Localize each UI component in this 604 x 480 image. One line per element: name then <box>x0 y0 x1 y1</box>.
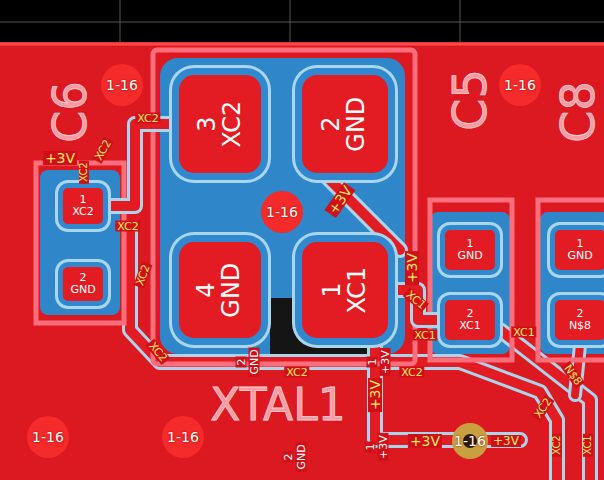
bottom-copper <box>430 212 510 354</box>
net-label: XC2 <box>146 339 171 366</box>
pin-label: GND <box>249 347 260 376</box>
net-label: XC2 <box>133 261 152 289</box>
pin-label: 1 <box>365 442 376 453</box>
net-label: XC1 <box>412 330 437 341</box>
pad: 1GND <box>550 225 604 275</box>
net-label: XC2 <box>115 221 140 232</box>
pad: 2N$8 <box>550 295 604 345</box>
pin-number: 3 <box>195 116 220 131</box>
net-name: XC1 <box>459 320 480 332</box>
net-label: N$8 <box>561 361 585 389</box>
pad-text: 3XC2 <box>195 101 245 148</box>
net-label: +3V <box>324 182 355 218</box>
pad-text: 2XC1 <box>459 308 480 331</box>
net-label: XC2 <box>552 433 562 456</box>
net-label: +3V <box>368 378 382 412</box>
silkscreen-outline <box>36 50 604 364</box>
pin-number: 2 <box>576 308 583 320</box>
net-name: GND <box>70 284 95 296</box>
net-name: GND <box>345 96 370 151</box>
net-label: +3V <box>491 435 521 447</box>
pad-text: 2GND <box>320 96 370 151</box>
silkscreen-label: XTAL1 <box>210 383 345 427</box>
bottom-copper <box>40 170 120 315</box>
pad-text: 4GND <box>195 262 245 317</box>
pin-number: 1 <box>320 282 345 297</box>
net-name: N$8 <box>569 320 591 332</box>
board-edge-band <box>0 0 604 42</box>
via-label: 1-16 <box>266 205 298 219</box>
pad: 3XC2 <box>172 68 268 180</box>
pin-number: 1 <box>466 238 473 250</box>
pad: 4GND <box>172 235 268 345</box>
via <box>27 64 541 458</box>
net-name: GND <box>567 250 592 262</box>
pad-text: 1XC2 <box>72 194 93 217</box>
net-label: XC2 <box>92 136 114 164</box>
pin-number: 2 <box>320 116 345 131</box>
via-label: 1-16 <box>454 434 486 448</box>
pad-text: 1GND <box>567 238 592 261</box>
net-label: XC2 <box>79 160 89 183</box>
trace-group <box>130 170 590 480</box>
net-label: XC2 <box>284 367 309 378</box>
pin-number: 1 <box>79 194 86 206</box>
silkscreen-label: C8 <box>555 81 601 142</box>
pad: 1XC1 <box>295 235 395 345</box>
net-name: XC1 <box>345 267 370 314</box>
pad-text: 2N$8 <box>569 308 591 331</box>
net-name: GND <box>220 262 245 317</box>
silkscreen-label: C5 <box>447 69 493 130</box>
grid-lines <box>0 0 604 42</box>
net-label: XC1 <box>583 433 593 456</box>
via-label: 1-16 <box>167 430 199 444</box>
net-label: XC1 <box>403 288 430 313</box>
pin-number: 1 <box>576 238 583 250</box>
net-name: XC2 <box>220 101 245 148</box>
pin-label: 2 <box>283 452 294 463</box>
pad-text: 1GND <box>457 238 482 261</box>
via-label: 1-16 <box>32 430 64 444</box>
pin-label: GND <box>296 442 307 471</box>
pin-number: 4 <box>195 282 220 297</box>
pad: 2GND <box>58 262 108 306</box>
pad-text: 1XC1 <box>320 267 370 314</box>
net-label: XC2 <box>531 394 555 421</box>
pad-text: 2GND <box>70 272 95 295</box>
pad: 2XC1 <box>440 295 500 345</box>
pad: 1XC2 <box>58 183 108 229</box>
trace-clearance <box>108 124 172 206</box>
pin-number: 2 <box>79 272 86 284</box>
bottom-copper <box>540 212 604 354</box>
via-label: 1-16 <box>106 78 138 92</box>
pin-label: +3V <box>380 348 391 376</box>
net-name: XC2 <box>72 206 93 218</box>
via-label: 1-16 <box>504 78 536 92</box>
pin-label: 1 <box>367 357 378 368</box>
copper-trace <box>108 124 172 206</box>
silkscreen-label: C6 <box>47 81 93 142</box>
net-label: XC1 <box>511 327 536 338</box>
pin-label: +3V <box>378 433 389 461</box>
pad: 1GND <box>440 225 500 275</box>
net-label: +3V <box>408 434 442 448</box>
net-label: +3V <box>405 251 419 285</box>
net-label: XC2 <box>135 113 160 124</box>
gold-via <box>452 423 488 459</box>
pin-number: 2 <box>466 308 473 320</box>
net-label: +3V <box>43 151 77 165</box>
net-name: GND <box>457 250 482 262</box>
pin-label: 2 <box>236 357 247 368</box>
net-label: XC2 <box>399 367 424 378</box>
pour-edge <box>0 43 604 46</box>
pad: 2GND <box>295 68 395 180</box>
